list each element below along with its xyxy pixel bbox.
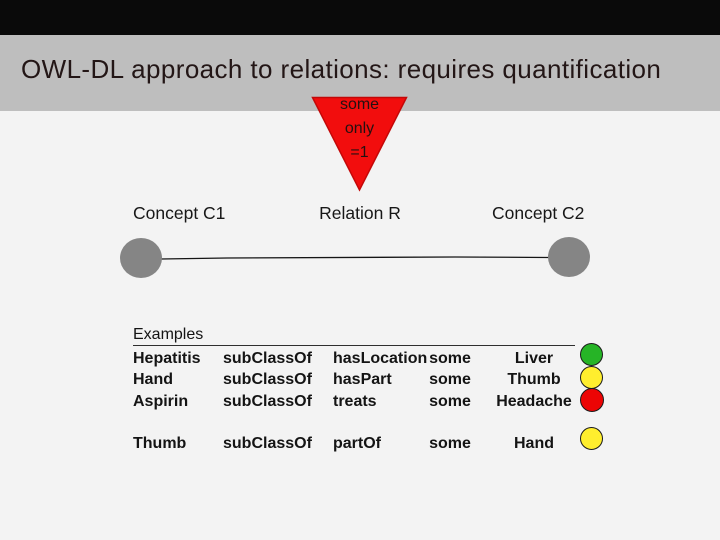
cell-property: partOf xyxy=(333,434,381,452)
cell-property: hasPart xyxy=(333,371,392,389)
top-black-bar xyxy=(0,0,720,35)
triangle-shape xyxy=(311,96,408,192)
slide-title: OWL-DL approach to relations: requires q… xyxy=(21,54,662,84)
cell-quantifier: some xyxy=(429,350,471,367)
cell-concept2: Thumb xyxy=(507,371,561,389)
cell-concept1: Hand xyxy=(133,371,173,389)
concept-c2-node xyxy=(548,237,590,277)
inverted-triangle-icon xyxy=(311,96,408,192)
example-row-hand: Hand subClassOf hasPart some Thumb xyxy=(133,369,603,390)
label-concept-c2: Concept C2 xyxy=(492,203,585,223)
quantifier-text: some only =1 xyxy=(311,93,408,165)
cell-relation: subClassOf xyxy=(223,350,312,367)
status-dot-yellow-2 xyxy=(580,427,603,450)
cell-property: treats xyxy=(333,392,377,410)
example-row-aspirin: Aspirin subClassOf treats some Headache xyxy=(133,391,603,412)
label-concept-c1: Concept C1 xyxy=(133,203,226,223)
example-row-thumb: Thumb subClassOf partOf some Hand xyxy=(133,433,603,454)
status-dot-red xyxy=(580,388,604,412)
cell-quantifier: some xyxy=(429,434,471,452)
concept-c1-node xyxy=(120,238,162,278)
cell-quantifier: some xyxy=(429,392,471,410)
quantifier-triangle: some only =1 xyxy=(311,93,408,193)
cell-concept1: Aspirin xyxy=(133,392,189,410)
status-dot-green xyxy=(580,343,603,366)
label-relation-r: Relation R xyxy=(319,203,401,223)
cell-property: hasLocation xyxy=(333,350,428,367)
cell-relation: subClassOf xyxy=(223,371,312,389)
cell-concept1: Thumb xyxy=(133,434,187,452)
quantifier-line-only: only xyxy=(344,120,375,137)
cell-concept2: Headache xyxy=(496,392,572,410)
cell-concept1: Hepatitis xyxy=(133,350,201,367)
example-row-hepatitis: Hepatitis subClassOf hasLocation some Li… xyxy=(133,348,603,369)
status-dot-yellow xyxy=(580,366,603,389)
cell-concept2: Liver xyxy=(514,350,554,367)
examples-heading: Examples xyxy=(133,327,575,346)
relation-connector-line xyxy=(160,256,550,260)
quantifier-line-eq1: =1 xyxy=(350,144,369,161)
cell-concept2: Hand xyxy=(514,434,554,452)
cell-relation: subClassOf xyxy=(223,434,312,452)
cell-relation: subClassOf xyxy=(223,392,312,410)
examples-table: Hepatitis subClassOf hasLocation some Li… xyxy=(133,348,603,454)
quantifier-line-some: some xyxy=(339,96,380,113)
cell-quantifier: some xyxy=(429,371,471,389)
